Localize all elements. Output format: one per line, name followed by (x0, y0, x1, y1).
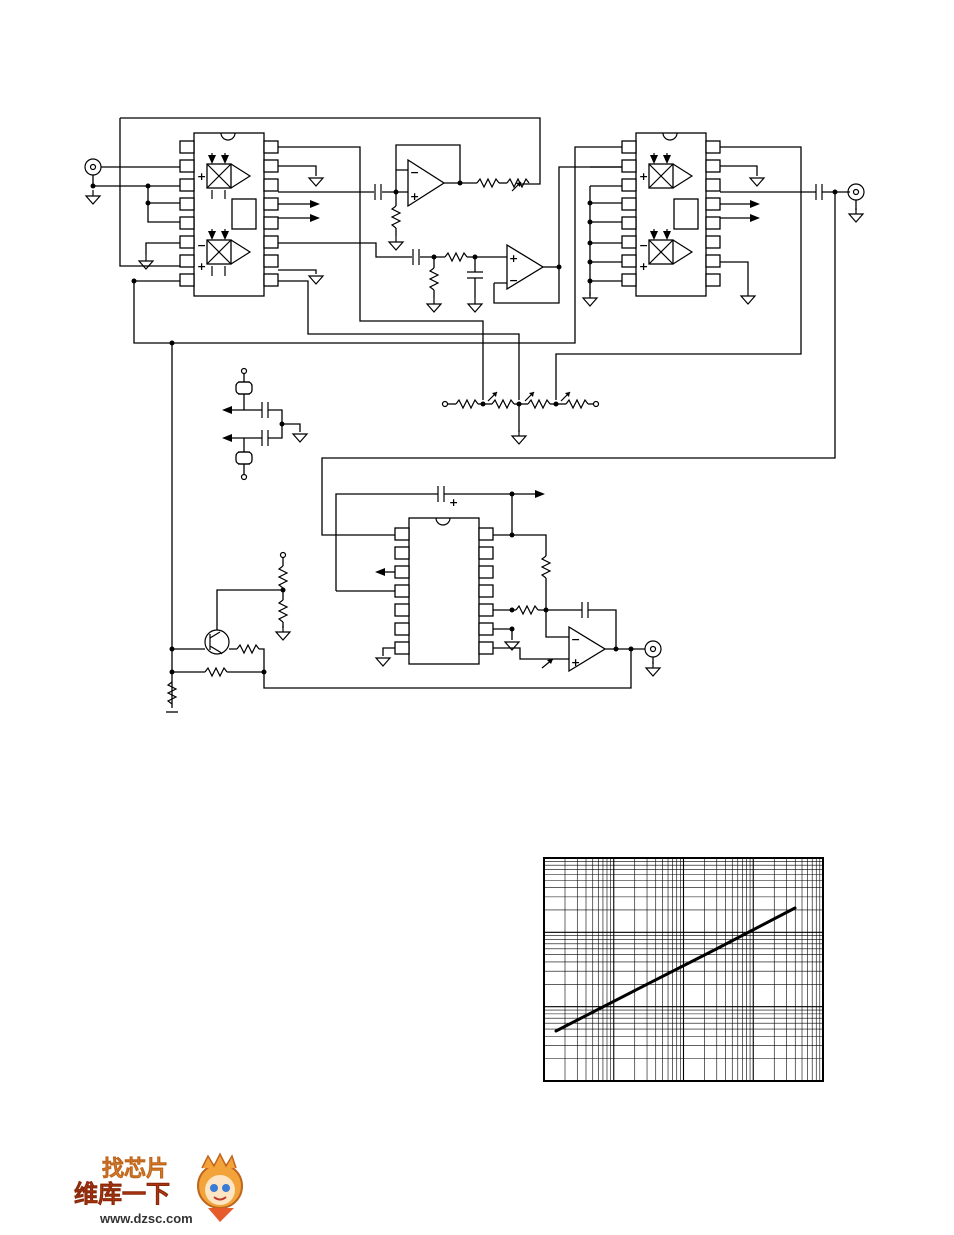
multiplier-chip-left: + − + (180, 133, 278, 296)
svg-text:+: + (571, 656, 580, 669)
svg-text:+: + (449, 496, 458, 509)
svg-text:−: − (410, 166, 419, 179)
log-log-chart (544, 858, 823, 1081)
svg-text:−: − (571, 633, 580, 646)
lower-opamp: −+ (569, 627, 605, 671)
mascot-icon (198, 1154, 242, 1222)
crystal-section (222, 369, 307, 480)
svg-text:+: + (639, 260, 648, 273)
opamp-upper-1: −+ (408, 160, 444, 206)
svg-text:−: − (639, 239, 648, 252)
svg-text:−: − (197, 239, 206, 252)
lower-chip (395, 518, 493, 664)
dzsc-watermark-logo: 找芯片 维库一下 www.dzsc.com (70, 1150, 260, 1230)
opamp-upper-2: +− (507, 245, 543, 289)
svg-text:+: + (509, 252, 518, 265)
svg-text:−: − (509, 274, 518, 287)
watermark-brand-top: 找芯片 (102, 1157, 168, 1182)
multiplier-chip-right: + − + (622, 133, 720, 296)
resistor-chain (443, 392, 599, 444)
svg-text:+: + (197, 170, 206, 183)
watermark-brand-bottom: 维库一下 (74, 1180, 170, 1208)
svg-text:+: + (410, 190, 419, 203)
svg-text:+: + (197, 260, 206, 273)
svg-text:+: + (639, 170, 648, 183)
watermark-url: www.dzsc.com (99, 1211, 193, 1226)
